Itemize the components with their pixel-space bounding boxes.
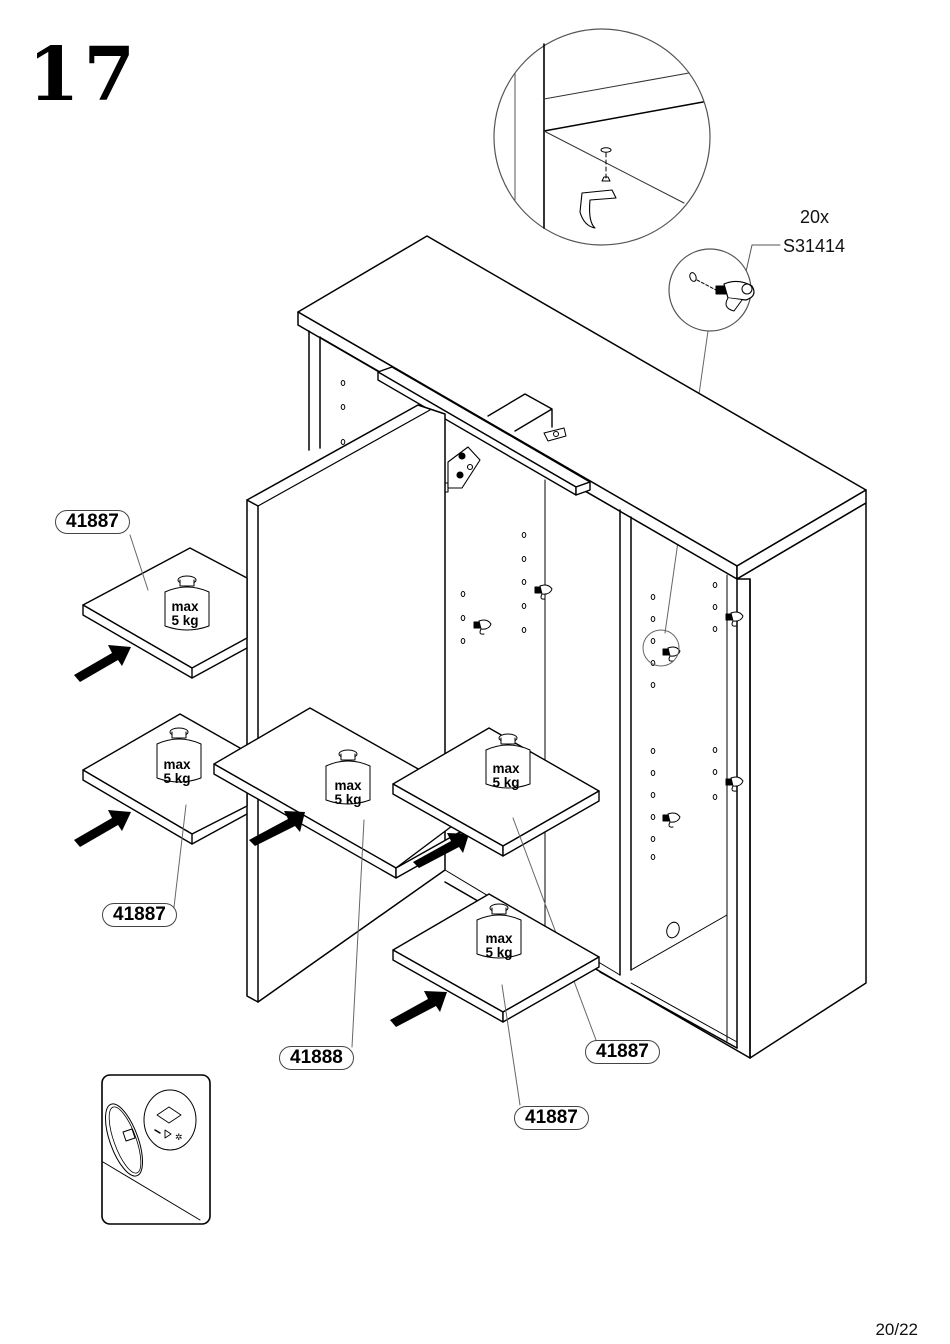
weight-label-shelf-5: max 5 kg bbox=[474, 932, 524, 960]
weight-label-line2: 5 kg bbox=[485, 945, 513, 960]
insert-arrow bbox=[74, 810, 131, 847]
part-tag-shelf-5: 41887 bbox=[514, 1106, 589, 1130]
light-switch-detail: ✲ bbox=[101, 1074, 211, 1225]
weight-label-shelf-3: max 5 kg bbox=[323, 779, 373, 807]
svg-text:✲: ✲ bbox=[175, 1132, 183, 1142]
weight-label-line2: 5 kg bbox=[171, 613, 199, 628]
weight-label-line1: max bbox=[171, 599, 199, 614]
hardware-quantity: 20x bbox=[800, 207, 830, 227]
weight-icons bbox=[156, 575, 531, 959]
shelf-pins-installed bbox=[473, 584, 744, 828]
page-indicator: 20/22 bbox=[875, 1320, 918, 1339]
insert-arrow bbox=[390, 991, 447, 1027]
insert-arrow bbox=[249, 811, 305, 846]
weight-label-line2: 5 kg bbox=[163, 771, 191, 786]
part-tag-shelf-4: 41887 bbox=[585, 1040, 660, 1064]
step-number: 17 bbox=[28, 32, 139, 118]
weight-label-shelf-1: max 5 kg bbox=[160, 600, 210, 628]
weight-label-line2: 5 kg bbox=[334, 792, 362, 807]
weight-label-line1: max bbox=[492, 761, 520, 776]
part-tag-shelf-3: 41888 bbox=[279, 1046, 354, 1070]
weight-label-line2: 5 kg bbox=[492, 775, 520, 790]
shelf-pin-insertion-detail bbox=[493, 28, 711, 246]
weight-label-line1: max bbox=[485, 931, 513, 946]
weight-label-shelf-2: max 5 kg bbox=[152, 758, 202, 786]
door-panel bbox=[246, 404, 446, 1003]
weight-label-line1: max bbox=[334, 778, 362, 793]
weight-label-shelf-4: max 5 kg bbox=[481, 762, 531, 790]
shelf-pin-holes bbox=[340, 380, 718, 860]
insert-arrow bbox=[413, 833, 469, 868]
insert-arrow bbox=[74, 645, 131, 682]
part-tag-shelf-2: 41887 bbox=[102, 903, 177, 927]
hardware-part-code: S31414 bbox=[783, 236, 846, 256]
part-tag-shelf-1: 41887 bbox=[55, 510, 130, 534]
light-bar bbox=[377, 366, 591, 496]
weight-label-line1: max bbox=[163, 757, 191, 772]
